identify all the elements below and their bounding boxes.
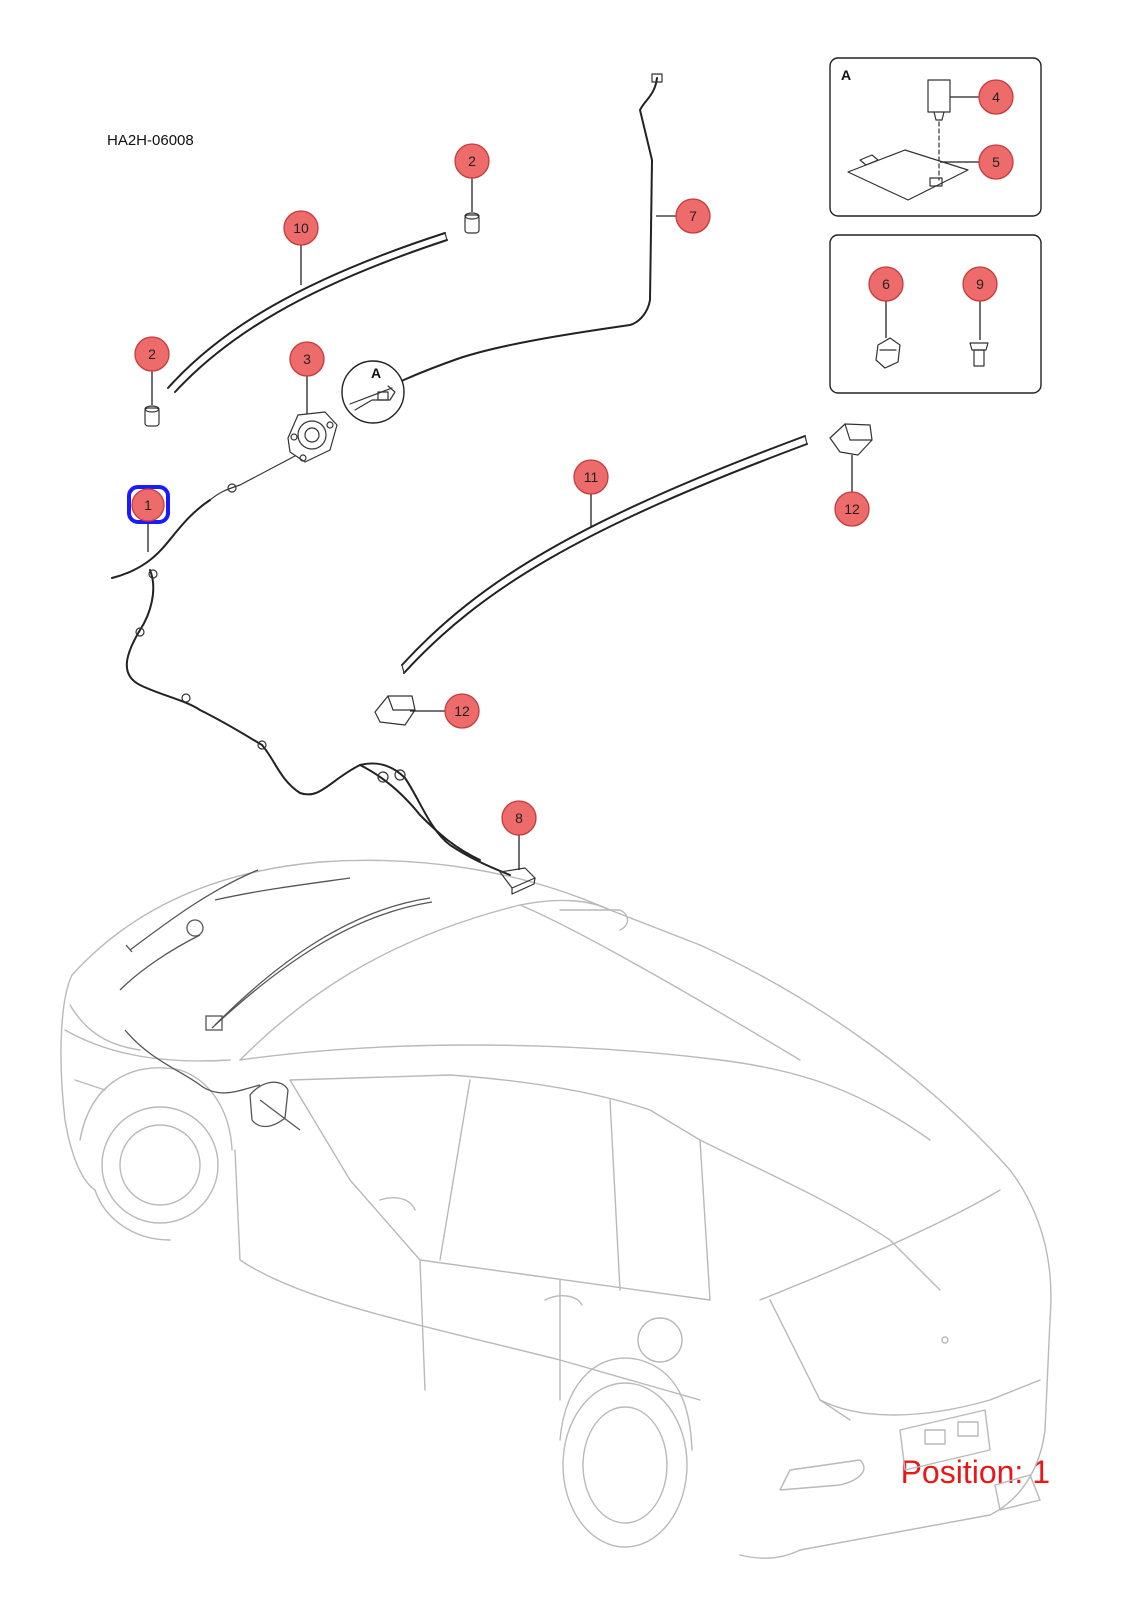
callout-2-upper[interactable]: 2 [454, 143, 490, 179]
svg-text:10: 10 [293, 220, 309, 236]
callout-6[interactable]: 6 [868, 266, 904, 302]
svg-text:3: 3 [303, 351, 311, 367]
car-installed-parts [119, 869, 433, 1131]
diagram-code: HA2H-06008 [107, 132, 194, 149]
svg-text:6: 6 [882, 276, 890, 292]
callout-5[interactable]: 5 [978, 144, 1014, 180]
part-bracket-right[interactable] [829, 423, 873, 456]
callout-7[interactable]: 7 [675, 198, 711, 234]
callout-1-highlight [127, 485, 170, 524]
car-outline [60, 859, 1052, 1559]
svg-text:5: 5 [992, 154, 1000, 170]
inset-detail-a-label: A [841, 67, 851, 83]
callout-1[interactable]: 1 [127, 485, 170, 524]
svg-text:11: 11 [584, 469, 599, 485]
svg-text:4: 4 [992, 89, 1000, 105]
part-plate-5[interactable] [847, 149, 969, 201]
inset-detail-a: A [829, 57, 1042, 217]
part-long-strip[interactable] [401, 435, 808, 674]
callout-3[interactable]: 3 [289, 341, 325, 377]
svg-text:7: 7 [689, 208, 697, 224]
svg-text:2: 2 [148, 346, 156, 362]
callout-11[interactable]: 11 [573, 459, 609, 495]
part-connector[interactable] [499, 867, 536, 895]
svg-text:12: 12 [844, 501, 860, 517]
callout-12-left[interactable]: 12 [444, 693, 480, 729]
svg-text:12: 12 [454, 703, 470, 719]
callout-10[interactable]: 10 [283, 210, 319, 246]
callout-2-lower[interactable]: 2 [134, 336, 170, 372]
callout-12-right[interactable]: 12 [834, 491, 870, 527]
callout-8[interactable]: 8 [501, 800, 537, 836]
part-clip-upper[interactable] [464, 212, 480, 234]
svg-text:8: 8 [515, 810, 523, 826]
callout-9[interactable]: 9 [962, 266, 998, 302]
svg-text:9: 9 [976, 276, 984, 292]
part-long-pipe[interactable] [359, 73, 663, 403]
part-wiring-harness[interactable] [111, 455, 511, 876]
part-clip-4[interactable] [927, 79, 951, 113]
detail-a-circle-label: A [371, 365, 381, 381]
inset-fasteners [829, 234, 1042, 394]
leader-lines [147, 96, 981, 870]
part-bracket-left[interactable] [374, 695, 416, 726]
part-module-bracket[interactable] [287, 411, 338, 463]
part-nut-6[interactable] [875, 337, 901, 369]
svg-text:2: 2 [468, 153, 476, 169]
part-clip-lower[interactable] [144, 405, 160, 427]
part-bolt-9[interactable] [969, 342, 989, 367]
detail-a-circle: A [341, 360, 405, 424]
callout-4[interactable]: 4 [978, 79, 1014, 115]
svg-text:1: 1 [144, 497, 152, 513]
part-upper-strip[interactable] [167, 232, 448, 393]
